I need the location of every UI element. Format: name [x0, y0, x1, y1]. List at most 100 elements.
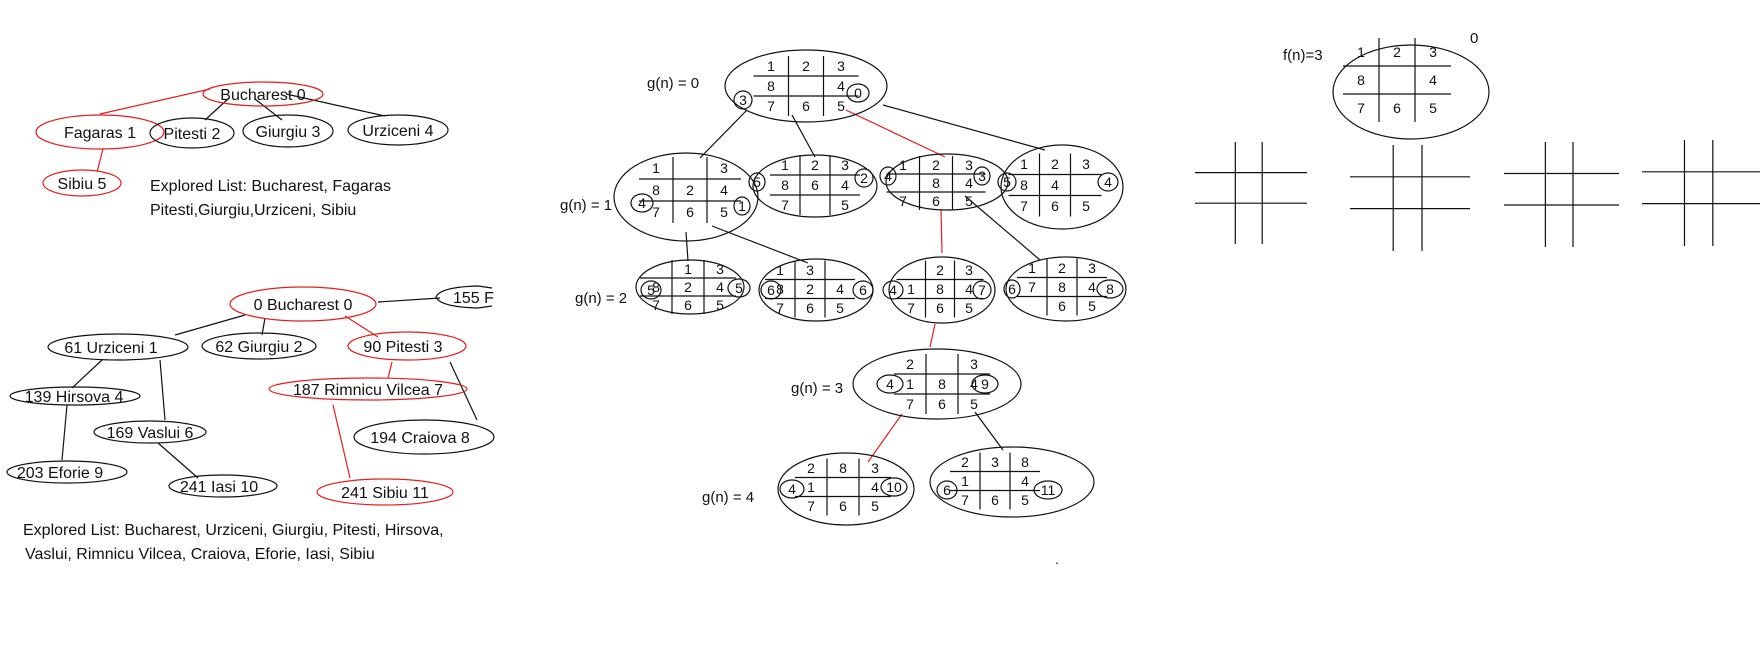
grid-cell: 8 — [1020, 177, 1028, 193]
tag-circle — [854, 168, 874, 188]
grid-cell: 7 — [899, 193, 907, 209]
grid-cell: 8 — [932, 175, 940, 191]
grid-cell: 4 — [837, 78, 845, 94]
grid-cell: 6 — [936, 300, 944, 316]
grid-cell: 3 — [970, 356, 978, 372]
puzzle-edge — [974, 411, 1004, 451]
grid-cell: 5 — [837, 98, 845, 114]
tree1-node-giurgiu-label: Giurgiu 3 — [256, 124, 321, 141]
grid-cell: 3 — [1082, 156, 1090, 172]
tree1-node-sibiu-label: Sibiu 5 — [58, 176, 107, 193]
astar-state — [1332, 44, 1490, 140]
grid-cell: 5 — [970, 396, 978, 412]
puzzle-state-l4a — [777, 452, 915, 526]
grid-cell: 4 — [1429, 72, 1437, 88]
tree2-edge — [157, 442, 199, 479]
tree2-node-eforie-label: 203 Eforie 9 — [17, 465, 103, 482]
tag-circle — [876, 374, 904, 394]
grid-cell: 5 — [965, 300, 973, 316]
grid-cell: 4 — [871, 479, 879, 495]
grid-cell: 1 — [652, 160, 660, 176]
tree2-node-vaslui — [93, 420, 207, 444]
tag-value: 0 — [854, 85, 862, 101]
tree2-edge — [71, 359, 103, 389]
grid-cell: 2 — [807, 460, 815, 476]
tree2-edge — [61, 404, 68, 461]
tag-value: 3 — [978, 168, 986, 184]
grid-cell: 7 — [807, 498, 815, 514]
grid-cell: 3 — [841, 157, 849, 173]
grid-cell: 2 — [932, 157, 940, 173]
puzzle-edge — [711, 225, 809, 264]
puzzle-edge — [929, 323, 936, 348]
grid-cell: 6 — [811, 177, 819, 193]
grid-cell: 7 — [1020, 198, 1028, 214]
tree2-node-bucharest — [229, 286, 377, 322]
grid-cell: 2 — [936, 262, 944, 278]
level-label-3: g(n) = 3 — [791, 380, 843, 397]
tree1-node-bucharest — [202, 81, 324, 107]
tag-circle — [760, 280, 782, 300]
puzzle-state-l1b — [752, 154, 878, 218]
grid-cell: 8 — [776, 281, 784, 297]
tag-value: 9 — [981, 376, 989, 392]
tree1-edge — [285, 93, 386, 117]
grid-cell: 8 — [1357, 72, 1365, 88]
tree2-node-giurgiu — [201, 332, 317, 360]
grid-cell: 5 — [1429, 100, 1437, 116]
tag-circle — [936, 480, 958, 500]
tree1-edge — [96, 148, 104, 173]
tree1-explored-line1: Explored List: Bucharest, Fagaras — [150, 178, 391, 195]
grid-cell: 7 — [776, 300, 784, 316]
grid-cell: 3 — [991, 454, 999, 470]
grid-cell: 5 — [1021, 492, 1029, 508]
grid-cell: 4 — [970, 376, 978, 392]
tag-value: 4 — [638, 195, 646, 211]
astar-f-label: f(n)=3 — [1283, 47, 1323, 64]
grid-cell: 4 — [1088, 279, 1096, 295]
grid-cell: 2 — [686, 182, 694, 198]
grid-cell: 6 — [684, 297, 692, 313]
tree1: Bucharest 0 Fagaras 1 Pitesti 2 Giurgiu … — [35, 81, 449, 219]
grid-cell: 3 — [720, 160, 728, 176]
tag-value: 4 — [1104, 174, 1112, 190]
tag-value: 3 — [739, 92, 747, 108]
grid-cell: 6 — [686, 204, 694, 220]
tree2-node-iasi-label: 241 Iasi 10 — [180, 479, 258, 496]
tag-value: 5 — [753, 174, 761, 190]
tree2-edge — [332, 404, 351, 479]
tree1-node-giurgiu — [242, 114, 334, 148]
grid-cell: 7 — [1357, 100, 1365, 116]
grid-cell: 6 — [938, 396, 946, 412]
grid-cell: 1 — [1028, 260, 1036, 276]
grid-cell: 1 — [776, 262, 784, 278]
grid-cell: 5 — [716, 297, 724, 313]
grid-cell: 1 — [781, 157, 789, 173]
empty-grid — [1350, 145, 1470, 251]
tree2-node-partial — [435, 285, 493, 309]
astar-corner-value: 0 — [1470, 30, 1478, 47]
tree2: 0 Bucharest 0 155 F 61 Urziceni 1 62 Giu… — [6, 285, 495, 563]
tag-value: 4 — [886, 376, 894, 392]
grid-cell: 6 — [839, 498, 847, 514]
grid-cell: 8 — [839, 460, 847, 476]
grid-cell: 6 — [932, 193, 940, 209]
tag-value: 4 — [788, 481, 796, 497]
puzzle-state-l4b — [929, 446, 1095, 518]
stray-mark: . — [1055, 551, 1059, 567]
grid-cell: 7 — [907, 300, 915, 316]
grid-cell: 2 — [806, 281, 814, 297]
tag-value: 6 — [943, 482, 951, 498]
grid-cell: 3 — [837, 58, 845, 74]
tag-value: 5 — [735, 280, 743, 296]
tree2-node-pitesti-label: 90 Pitesti 3 — [363, 339, 442, 356]
tree2-node-sibiu-label: 241 Sibiu 11 — [341, 485, 429, 502]
tag-circle — [640, 280, 662, 300]
tag-value: 5 — [1003, 174, 1011, 190]
grid-cell: 3 — [806, 262, 814, 278]
tag-circle — [880, 477, 908, 497]
